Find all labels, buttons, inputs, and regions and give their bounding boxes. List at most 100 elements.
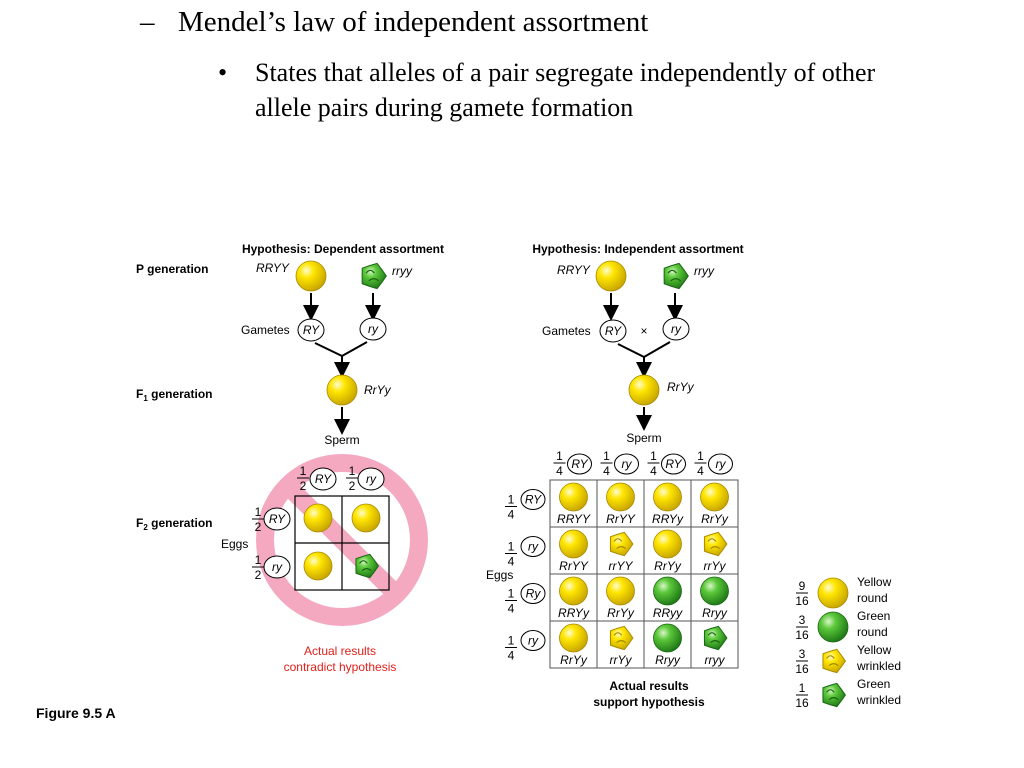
ind-result-line1: Actual results [609, 679, 689, 693]
ind-cell-genotype: Rryy [655, 653, 681, 667]
dep-parent-green-wrinkled-pea [361, 262, 387, 290]
independent-panel: Hypothesis: Independent assortment RRYY … [486, 242, 744, 709]
dependent-title: Hypothesis: Dependent assortment [242, 242, 444, 256]
ind-egg-gamete-label: ry [528, 540, 539, 554]
p-generation-label: P generation [136, 262, 208, 276]
ind-egg-gamete [520, 536, 546, 557]
dep-result-line2: contradict hypothesis [284, 660, 397, 674]
ind-cell-pea [703, 625, 728, 651]
ind-cell-genotype: RrYy [654, 559, 682, 573]
dep-gametes-label: Gametes [241, 323, 290, 337]
legend-ratio-num: 9 [799, 579, 806, 593]
dep-f1-pea [326, 374, 358, 406]
ind-cell-pea [700, 482, 729, 512]
legend-label-line2: round [857, 591, 888, 605]
ind-egg-frac-num: 1 [508, 540, 515, 554]
ind-egg-frac-den: 4 [508, 555, 515, 569]
ind-egg-frac-den: 4 [508, 508, 515, 522]
ind-cell-genotype: Rryy [702, 606, 728, 620]
ind-cell-pea [559, 529, 588, 559]
dep-parent-left-genotype: RRYY [256, 261, 290, 275]
ind-gamete-left-label: RY [605, 324, 622, 338]
dep-cell-pea [355, 553, 379, 579]
ind-cell-pea [653, 623, 682, 653]
ind-parent-green-wrinkled-pea [663, 262, 689, 290]
dep-egg-frac-num: 1 [255, 505, 262, 519]
ind-egg-frac-den: 4 [508, 602, 515, 616]
legend-label-line2: wrinkled [856, 659, 901, 673]
f1-generation-label: F1 generation [136, 387, 212, 403]
dep-parent-yellow-round-pea [295, 260, 327, 292]
legend-ratio-den: 16 [795, 696, 809, 710]
dep-result-line1: Actual results [304, 644, 376, 658]
dep-fusion-arrow [314, 341, 368, 370]
legend-pea [822, 682, 846, 708]
legend-label-line1: Green [857, 609, 890, 623]
legend-label-line1: Yellow [857, 643, 892, 657]
ind-cell-genotype: RrYY [606, 512, 636, 526]
dep-egg-frac-den: 2 [255, 568, 262, 582]
ind-egg-frac-den: 4 [508, 649, 515, 663]
ind-cell-genotype: RRYY [557, 512, 591, 526]
ind-cell-genotype: RRYy [558, 606, 590, 620]
ind-egg-gamete [520, 630, 546, 651]
legend-pea [822, 648, 846, 674]
dep-sperm-gamete-label: RY [315, 472, 332, 486]
dep-egg-frac-num: 1 [255, 553, 262, 567]
legend-ratio-den: 16 [795, 628, 809, 642]
ind-cell-pea [606, 482, 635, 512]
ind-cell-pea [559, 623, 588, 653]
ind-sperm-gamete [567, 453, 592, 475]
ind-cell-pea [653, 576, 682, 606]
ind-result-line2: support hypothesis [593, 695, 705, 709]
ind-sperm-gamete [661, 453, 686, 475]
ind-cross-sign: × [640, 324, 647, 338]
ind-sperm-gamete [708, 453, 733, 475]
dep-sperm-frac-den: 2 [349, 479, 356, 493]
legend-pea [817, 611, 849, 643]
f2-generation-label: F2 generation [136, 516, 212, 532]
ind-sperm-gamete-label: ry [716, 457, 727, 471]
ind-egg-gamete [520, 489, 546, 510]
dep-gamete-left [297, 318, 325, 342]
ind-sperm-gamete-label: ry [622, 457, 633, 471]
ind-cell-pea [653, 529, 682, 559]
legend-pea [817, 577, 849, 609]
dep-sperm-frac-num: 1 [349, 464, 356, 478]
dep-egg-gamete [263, 555, 291, 579]
dep-egg-gamete [263, 507, 291, 531]
ind-cell-genotype: rrYy [704, 559, 727, 573]
ind-parent-left-genotype: RRYY [557, 263, 591, 277]
ind-fusion-arrow [617, 341, 671, 370]
ind-sperm-gamete-label: RY [665, 457, 682, 471]
legend-label-line1: Green [857, 677, 890, 691]
ind-sperm-frac-num: 1 [650, 449, 657, 463]
bullet-dot: • [218, 58, 228, 87]
dep-egg-gamete-label: RY [269, 512, 286, 526]
ind-egg-gamete-label: ry [528, 634, 539, 648]
ind-gamete-left [599, 319, 627, 343]
ind-egg-frac-num: 1 [508, 587, 515, 601]
ind-sperm-label: Sperm [626, 431, 661, 445]
dependent-panel: Hypothesis: Dependent assortment RRYY rr… [221, 242, 444, 674]
ind-egg-gamete [520, 583, 546, 604]
ind-egg-frac-num: 1 [508, 493, 515, 507]
dep-f1-genotype: RrYy [364, 383, 392, 397]
legend-label-line1: Yellow [857, 575, 892, 589]
heading-dash: – [140, 6, 155, 38]
dep-parent-right-genotype: rryy [392, 264, 413, 278]
dep-cell-pea [351, 503, 381, 533]
ind-gametes-label: Gametes [542, 324, 591, 338]
dep-sperm-label: Sperm [324, 433, 359, 447]
ind-parent-yellow-round-pea [595, 260, 627, 292]
ind-sperm-frac-num: 1 [603, 449, 610, 463]
ind-sperm-gamete [614, 453, 639, 475]
dep-gamete-right [359, 317, 387, 341]
legend-ratio-num: 3 [799, 647, 806, 661]
dep-eggs-label: Eggs [221, 537, 248, 551]
ind-sperm-gamete-label: RY [571, 457, 588, 471]
legend-ratio-num: 3 [799, 613, 806, 627]
ind-cell-genotype: RRYy [652, 512, 684, 526]
ind-sperm-frac-den: 4 [697, 464, 704, 478]
